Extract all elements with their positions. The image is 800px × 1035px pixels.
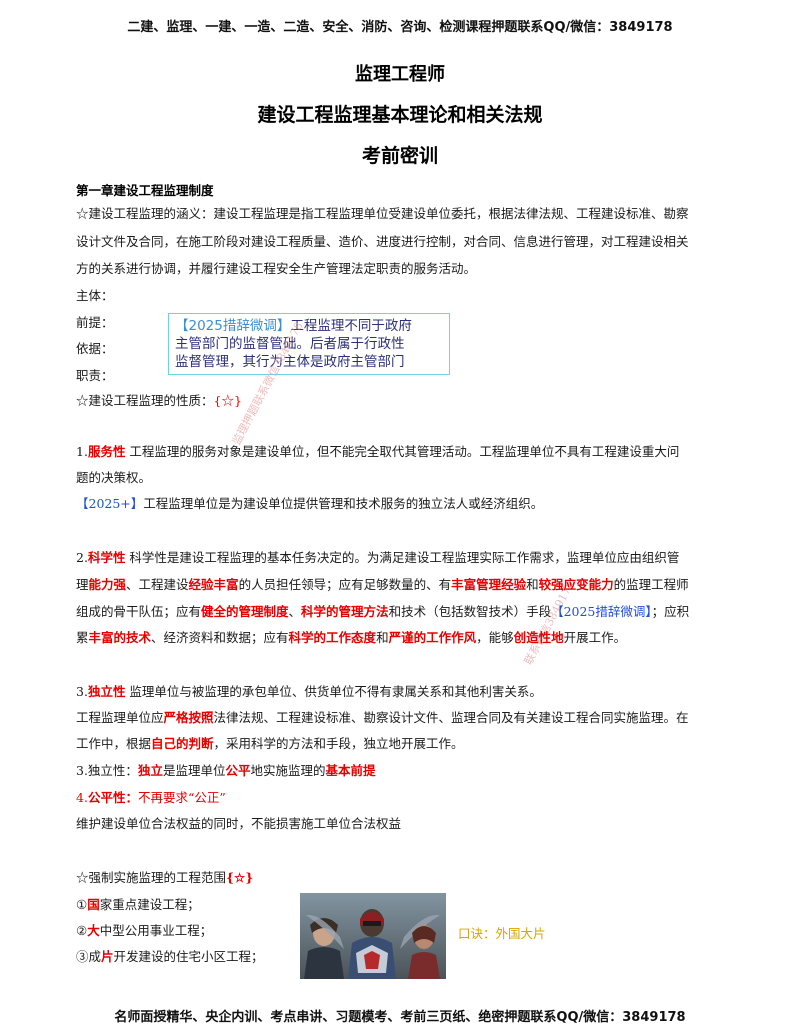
scope-heading: ☆强制实施监理的工程范围{☆} — [76, 870, 254, 885]
callout-prefix: 【2025措辞微调】 — [175, 318, 291, 334]
callout-line-1: 【2025措辞微调】工程监理不同于政府 — [175, 318, 412, 334]
nature-heading: ☆建设工程监理的性质：{☆} — [76, 393, 242, 408]
label-subject: 主体： — [76, 288, 114, 303]
fairness-line-1: 4.公平性：不再要求“公正” — [76, 790, 226, 805]
definition-line-3: 方的关系进行协调，并履行建设工程安全生产管理法定职责的服务活动。 — [76, 261, 477, 276]
science-line-3: 组成的骨干队伍；应有健全的管理制度、科学的管理方法和技术（包括数智技术）手段【2… — [76, 604, 690, 619]
science-line-1: 2.科学性 科学性是建设工程监理的基本任务决定的。为满足建设工程监理实际工作需求… — [76, 550, 680, 565]
independence-line-3: 工作中，根据自己的判断，采用科学的方法和手段，独立地开展工作。 — [76, 736, 464, 751]
independence-line-1: 3.独立性 监理单位与被监理的承包单位、供货单位不得有隶属关系和其他利害关系。 — [76, 684, 542, 699]
definition-line-2: 设计文件及合同，在施工阶段对建设工程质量、造价、进度进行控制，对合同、信息进行管… — [76, 234, 689, 249]
callout-line-2: 主管部门的监督管础。后者属于行政性 — [175, 336, 405, 352]
callout-line-3: 监督管理，其行为主体是政府主管部门 — [175, 354, 405, 370]
scope-item-3: ③成片开发建设的住宅小区工程； — [76, 949, 264, 964]
page-footer: 名师面授精华、央企内训、考点串讲、习题模考、考前三页纸、绝密押题联系QQ/微信：… — [114, 1010, 686, 1025]
page-header: 二建、监理、一建、一造、二造、安全、消防、咨询、检测课程押题联系QQ/微信：38… — [127, 20, 673, 35]
label-premise: 前提： — [76, 315, 114, 330]
scope-item-2: ②大中型公用事业工程； — [76, 923, 213, 938]
title-subject: 建设工程监理基本理论和相关法规 — [257, 104, 543, 126]
chapter-heading: 第一章建设工程监理制度 — [76, 183, 214, 198]
mnemonic-text: 口诀：外国大片 — [458, 926, 546, 941]
title-main: 监理工程师 — [355, 64, 445, 85]
scope-item-1: ①国家重点建设工程； — [76, 897, 200, 912]
independence-line-4: 3.独立性：独立是监理单位公平地实施监理的基本前提 — [76, 763, 376, 778]
definition-line-1: ☆建设工程监理的涵义：建设工程监理是指工程监理单位受建设单位委托，根据法律法规、… — [76, 206, 689, 221]
label-duty: 职责： — [76, 368, 114, 383]
fairness-line-2: 维护建设单位合法权益的同时，不能损害施工单位合法权益 — [76, 816, 402, 831]
label-basis: 依据： — [76, 341, 114, 356]
service-line-3: 【2025+】工程监理单位是为建设单位提供管理和技术服务的独立法人或经济组织。 — [76, 496, 544, 511]
service-line-2: 题的决策权。 — [76, 470, 152, 485]
science-line-2: 理能力强、工程建设经验丰富的人员担任领导；应有足够数量的、有丰富管理经验和较强应… — [76, 577, 689, 592]
callout-box: 【2025措辞微调】工程监理不同于政府 主管部门的监督管础。后者属于行政性 监督… — [168, 313, 450, 375]
independence-line-2: 工程监理单位应严格按照法律法规、工程建设标准、勘察设计文件、监理合同及有关建设工… — [76, 710, 689, 725]
title-sub: 考前密训 — [361, 145, 438, 167]
movie-poster-image — [300, 893, 446, 979]
service-line-1: 1.服务性 工程监理的服务对象是建设单位，但不能完全取代其管理活动。工程监理单位… — [76, 444, 680, 459]
science-line-4: 累丰富的技术、经济资料和数据；应有科学的工作态度和严谨的工作作风，能够创造性地开… — [76, 630, 627, 645]
